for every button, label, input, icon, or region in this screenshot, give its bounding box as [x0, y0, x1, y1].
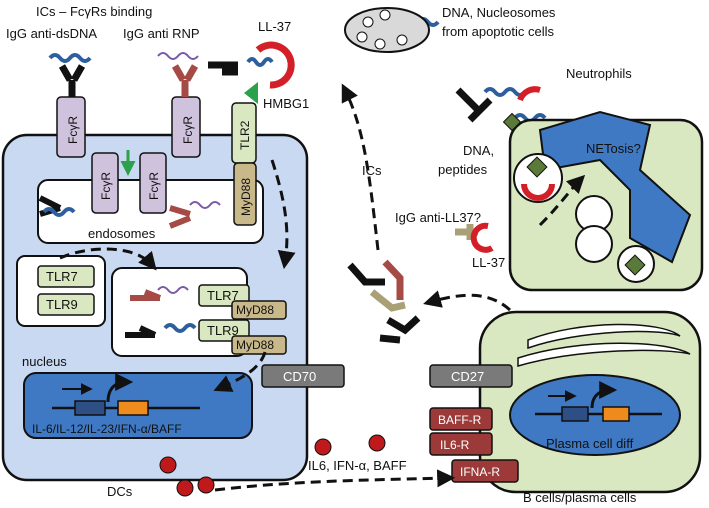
fcgr-label-4: FcγR — [147, 172, 161, 200]
nucleus-label: nucleus — [22, 354, 67, 369]
dcs-label: DCs — [107, 484, 133, 499]
igg-anti-ll37-label: IgG anti-LL37? — [395, 210, 481, 225]
tlr2-myd88: TLR2 MyD88 HMBG1 — [231, 82, 309, 226]
fcgr-label-1: FcγR — [66, 116, 80, 144]
igg-anti-dsdna-label: IgG anti-dsDNA — [6, 26, 97, 41]
fcgr-internal-receptors: FcγR FcγR — [91, 150, 167, 214]
il6-r-label: IL6-R — [440, 438, 470, 452]
hmbg1-label: HMBG1 — [263, 96, 309, 111]
tlr9-resting-label: TLR9 — [46, 297, 78, 312]
ics-label: ICs — [362, 163, 382, 178]
binding-title: ICs – FcγRs binding — [36, 4, 152, 19]
ll37-peptide-top — [255, 41, 295, 89]
diagram-labels: ICs – FcγRs binding IgG anti-dsDNA IgG a… — [6, 4, 641, 505]
cytokines-secreted-label: IL6, IFN-α, BAFF — [308, 458, 407, 473]
dna-peptides-label-1: DNA, — [463, 143, 494, 158]
dashed-arrows — [59, 83, 586, 492]
tlr2-label: TLR2 — [238, 120, 252, 150]
tlr-active-compartment — [111, 267, 248, 357]
dna-peptides-label-2: peptides — [438, 162, 488, 177]
endosomes-label: endosomes — [88, 226, 156, 241]
dna-nucleosomes-label-1: DNA, Nucleosomes — [442, 5, 556, 20]
tlr9-active-label: TLR9 — [207, 323, 239, 338]
tlr7-resting-label: TLR7 — [46, 269, 78, 284]
tlr-resting-compartment: TLR7 TLR9 — [16, 255, 106, 327]
fcgr-label-3: FcγR — [99, 172, 113, 200]
b-cells-label: B cells/plasma cells — [523, 490, 637, 505]
tlr-active-receptors: TLR7 MyD88 TLR9 MyD88 — [198, 284, 287, 355]
neutrophils-label: Neutrophils — [566, 66, 632, 81]
costimulatory-receptors: CD70 CD27 — [261, 364, 513, 388]
cd70-label: CD70 — [283, 369, 316, 384]
plasma-cell-diff-label: Plasma cell diff — [546, 436, 634, 451]
netosis-label: NETosis? — [586, 141, 641, 156]
ll37-top-label: LL-37 — [258, 19, 291, 34]
ll37-peptide-bottom — [470, 222, 494, 253]
cd27-label: CD27 — [451, 369, 484, 384]
fcgr-surface-receptors: FcγR FcγR — [56, 96, 201, 158]
ifna-r-label: IFNA-R — [460, 465, 500, 479]
b-cell: Plasma cell diff — [478, 310, 702, 494]
cytokine-receptors: BAFF-R IL6-R IFNA-R — [429, 407, 519, 483]
rna-strands — [157, 52, 221, 294]
myd88-label-1: MyD88 — [239, 178, 253, 216]
neutrophil — [502, 86, 704, 292]
dna-nucleosomes-label-2: from apoptotic cells — [442, 24, 554, 39]
myd88-label-2: MyD88 — [236, 303, 274, 317]
tlr7-active-label: TLR7 — [207, 288, 239, 303]
igg-anti-rnp-label: IgG anti RNP — [123, 26, 200, 41]
nucleus-cytokine-genes-label: IL-6/IL-12/IL-23/IFN-α/BAFF — [32, 422, 182, 436]
baff-r-label: BAFF-R — [438, 413, 482, 427]
myd88-label-3: MyD88 — [236, 338, 274, 352]
antibody-glyphs — [38, 61, 493, 344]
fcgr-label-2: FcγR — [181, 116, 195, 144]
cytokine-dots — [159, 434, 386, 497]
ll37-bottom-label: LL-37 — [472, 255, 505, 270]
apoptotic-cell — [344, 7, 430, 53]
nucleus: nucleus IL-6/IL-12/IL-23/IFN-α/BAFF — [22, 354, 253, 439]
